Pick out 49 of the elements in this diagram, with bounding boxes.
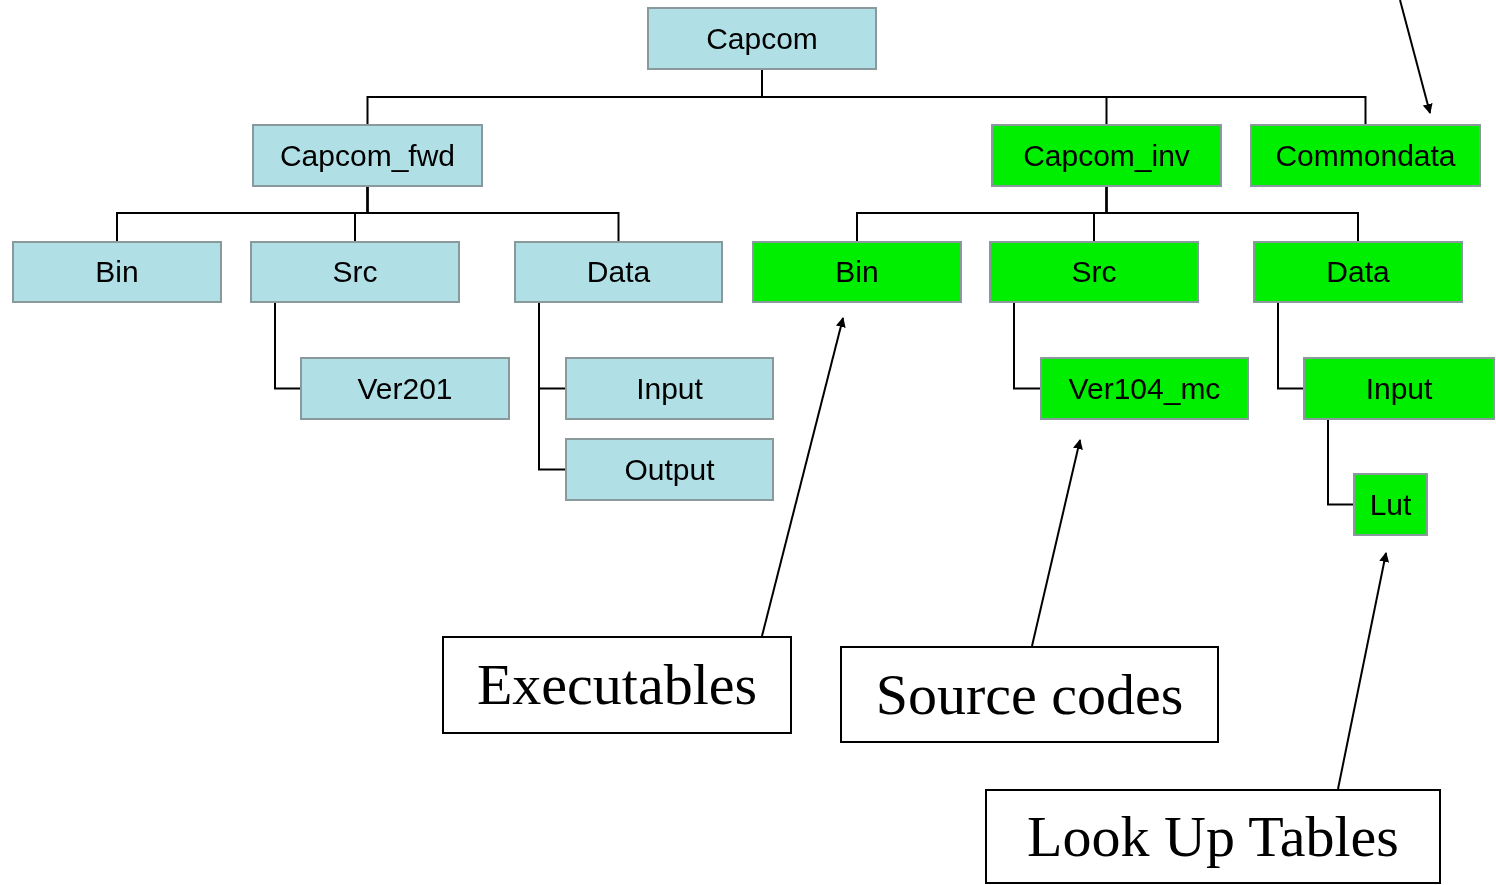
arrow (1337, 552, 1390, 790)
folder-box (991, 124, 1222, 187)
arrow (1399, 0, 1433, 114)
connector-line (1013, 302, 1041, 390)
node-label: Data (1326, 257, 1390, 287)
connector-line (538, 302, 566, 471)
node-label: Bin (835, 257, 879, 287)
folder-box (565, 357, 774, 420)
arrow (1031, 439, 1083, 647)
folder-box (514, 241, 723, 303)
folder-box (989, 241, 1199, 303)
node-label: Executables (476, 656, 758, 714)
callout-box (985, 789, 1441, 884)
connector-line (274, 302, 301, 390)
node-label: Src (332, 257, 378, 287)
node-label: Src (1071, 257, 1117, 287)
folder-box (252, 124, 483, 187)
node-label: Commondata (1275, 140, 1456, 171)
folder-box (565, 438, 774, 501)
folder-box (12, 241, 222, 303)
folder-box (1040, 357, 1249, 420)
node-label: Ver104_mc (1068, 373, 1221, 404)
node-label: Lut (1369, 489, 1412, 520)
node-label: Look Up Tables (1027, 807, 1399, 866)
folder-box (1303, 357, 1495, 420)
node-label: Capcom (706, 23, 818, 54)
folder-box (647, 7, 877, 70)
node-label: Data (586, 257, 651, 287)
node-label: Output (624, 454, 715, 485)
folder-box (1250, 124, 1481, 187)
node-label: Ver201 (357, 373, 453, 404)
folder-box (1353, 473, 1428, 536)
node-label: Input (1365, 373, 1433, 404)
connector-line (1105, 186, 1359, 242)
node-label: Source codes (875, 665, 1184, 724)
node-label: Input (636, 373, 703, 404)
arrow (761, 317, 846, 637)
connector-line (1277, 302, 1304, 390)
callout-box (840, 646, 1219, 743)
folder-box (1253, 241, 1463, 303)
folder-box (300, 357, 510, 420)
folder-box (752, 241, 962, 303)
connector-line (366, 186, 620, 242)
callout-box (442, 636, 792, 734)
connector-line (1327, 419, 1354, 506)
node-label: Capcom_inv (1023, 140, 1190, 171)
folder-box (250, 241, 460, 303)
node-label: Capcom_fwd (279, 140, 456, 171)
node-label: Bin (95, 257, 139, 287)
